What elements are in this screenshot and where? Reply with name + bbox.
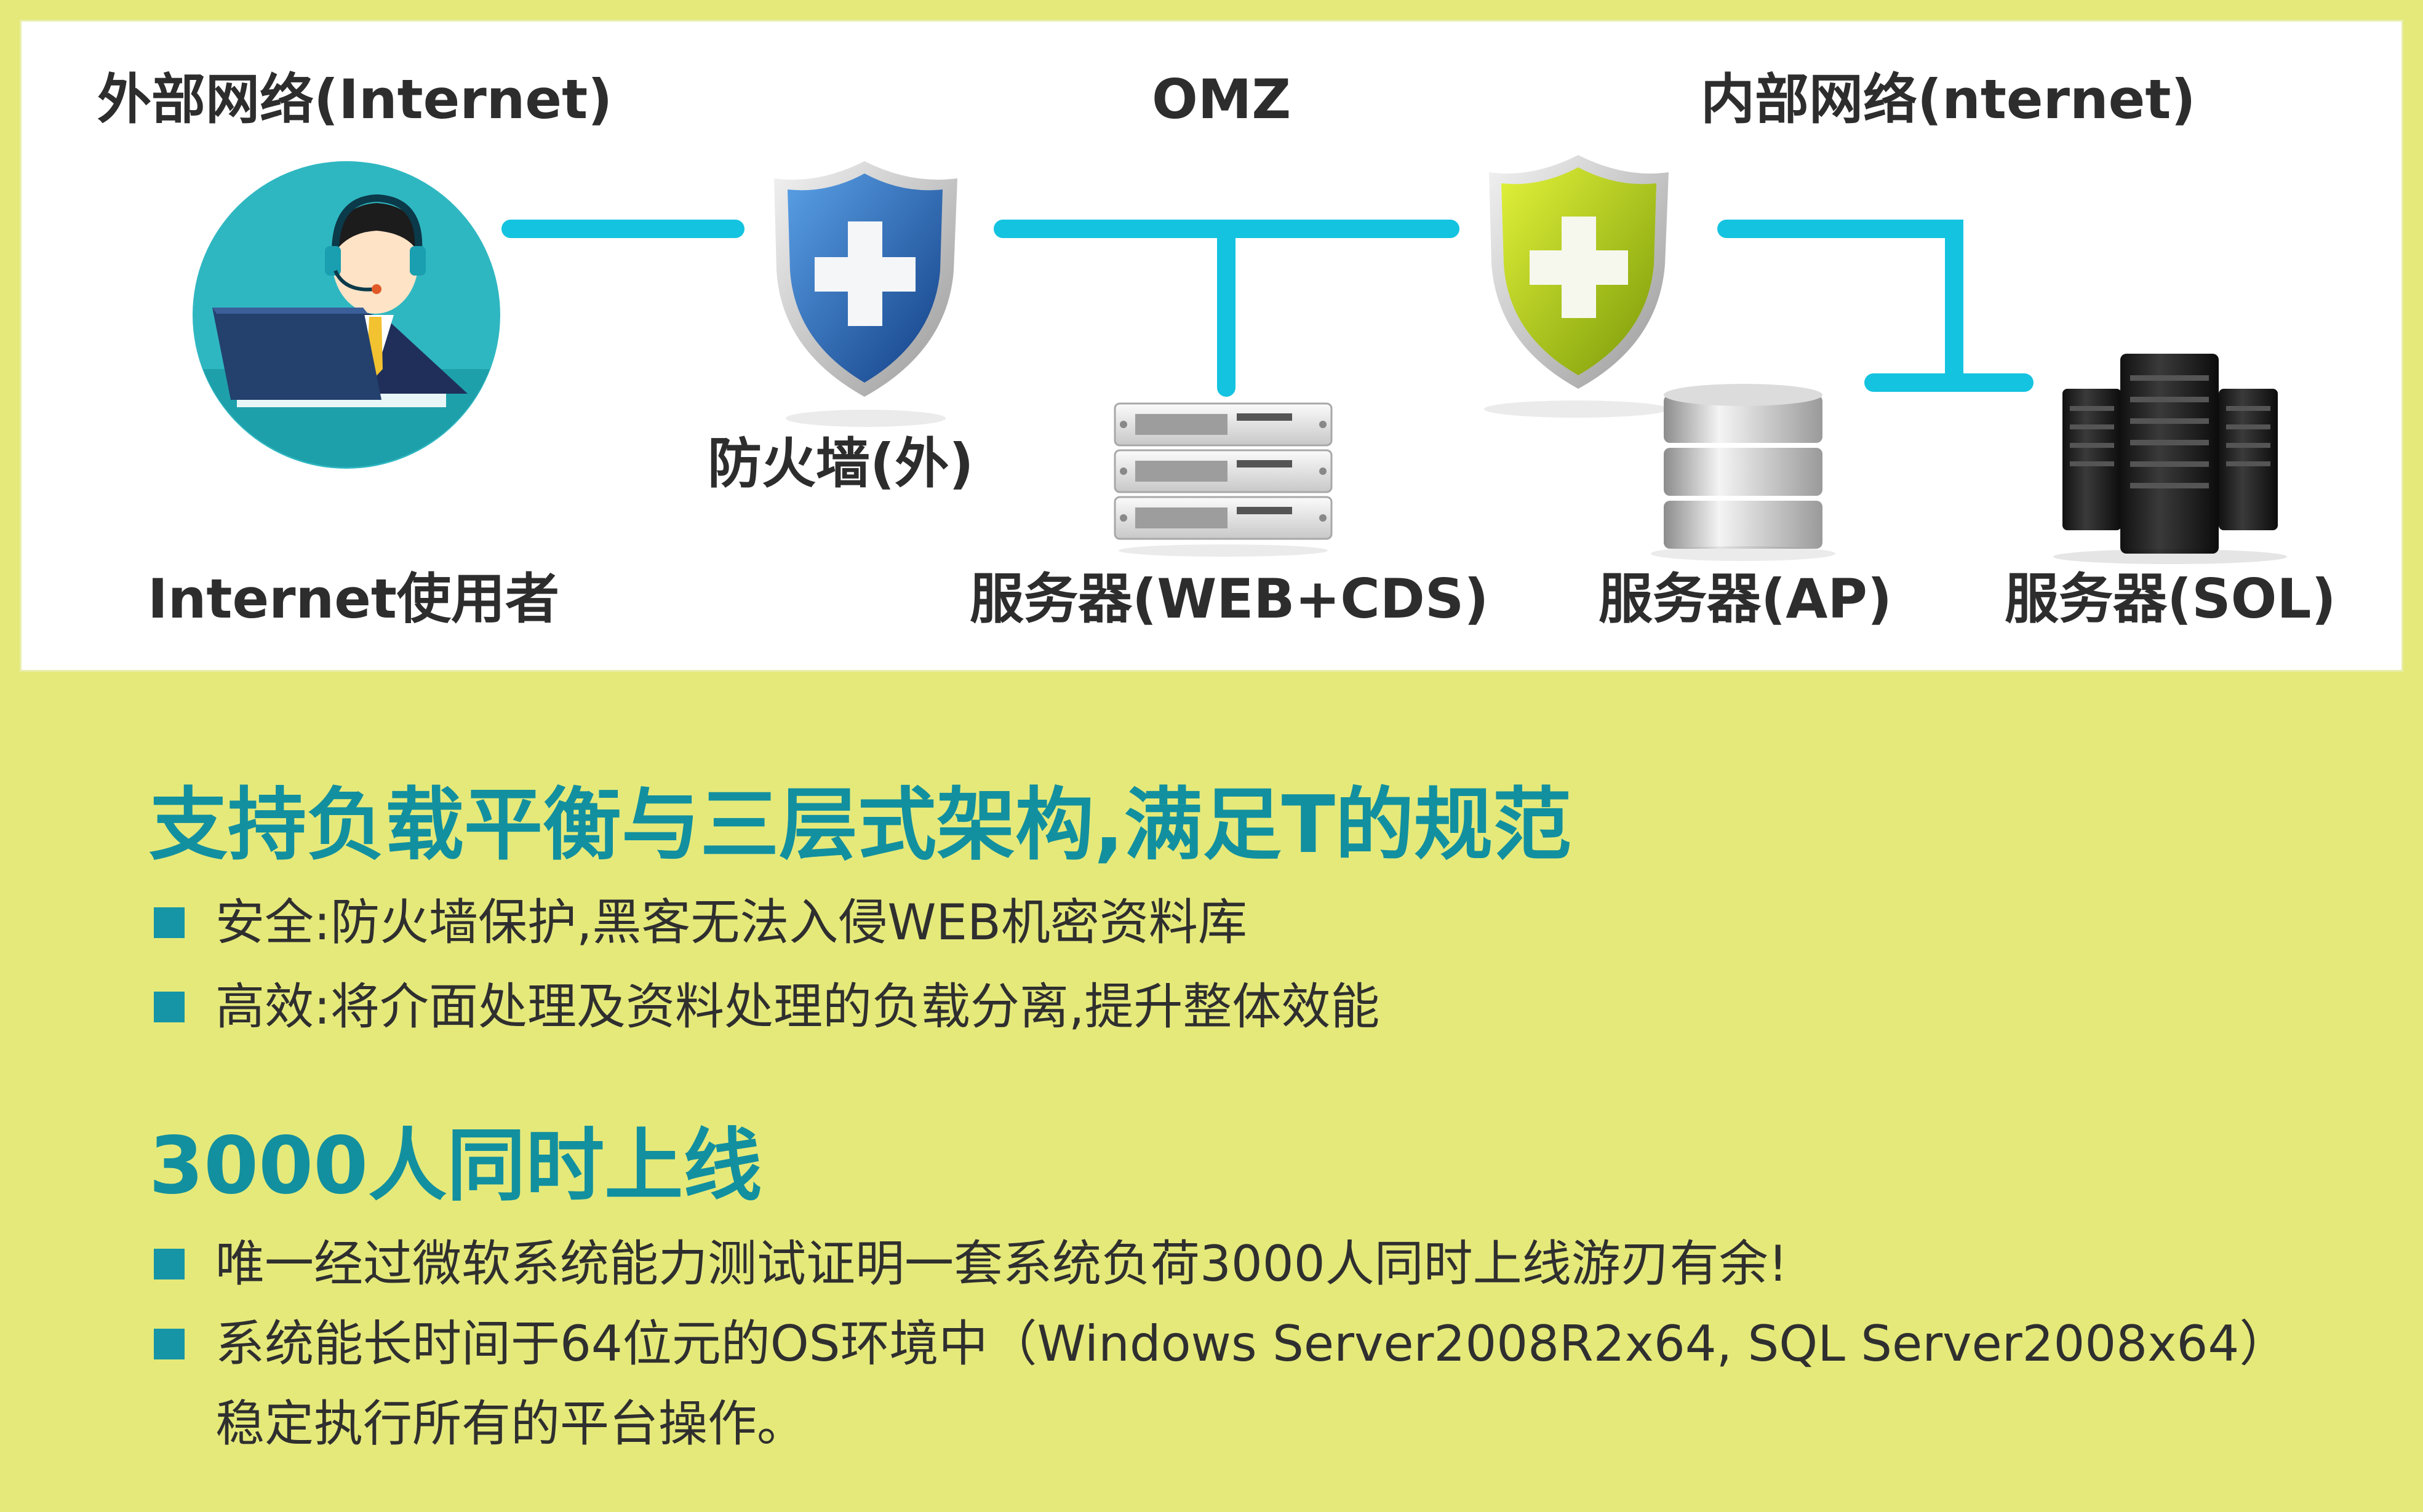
bullet-text: 稳定执行所有的平台操作。 [215,1395,806,1452]
network-diagram [193,155,2287,564]
bullet-text: 高效:将介面处理及资料处理的负载分离,提升整体效能 [215,978,1380,1035]
bullet-square-icon [154,992,185,1022]
bullet-text: 系统能长时间于64位元的OS环境中（Windows Server2008R2x6… [215,1315,2289,1372]
server-sql-tower-icon [2053,354,2287,564]
bullet-square-icon [154,1329,185,1359]
connection-lines [501,220,2034,397]
internal-network-label: 内部网络(nternet) [1701,68,2196,131]
internet-user-avatar [193,161,500,469]
bullet-square-icon [154,1249,185,1279]
dmz-label: OMZ [1152,68,1291,131]
external-network-label: 外部网络(Internet) [97,68,613,131]
section1-bullet-2: 高效:将介面处理及资料处理的负载分离,提升整体效能 [154,967,1379,1047]
server-web-rack-icon [1114,402,1333,557]
internet-user-label: Internet使用者 [148,567,559,631]
firewall-outer-shield-icon [774,161,957,427]
firewall-inner-shield-icon [1484,155,1669,418]
firewall-outer-label: 防火墙(外) [708,432,974,495]
server-sql-label: 服务器(SOL) [2005,567,2336,631]
section1-bullet-1: 安全:防火墙保护,黑客无法入侵WEB机密资料库 [154,883,1247,963]
section2-heading: 3000人同时上线 [149,1120,762,1212]
section1-heading: 支持负载平衡与三层式架构,满足T的规范 [149,779,1571,871]
bullet-text: 安全:防火墙保护,黑客无法入侵WEB机密资料库 [215,894,1247,951]
section2-bullet-2: 系统能长时间于64位元的OS环境中（Windows Server2008R2x6… [154,1304,2288,1384]
bullet-text: 唯一经过微软系统能力测试证明一套系统负荷3000人同时上线游刃有余! [215,1235,1788,1292]
server-web-label: 服务器(WEB+CDS) [970,567,1489,631]
section2-bullet-2-continued: 稳定执行所有的平台操作。 [215,1384,806,1464]
section2-bullet-1: 唯一经过微软系统能力测试证明一套系统负荷3000人同时上线游刃有余! [154,1224,1788,1304]
bullet-square-icon [154,907,185,938]
server-ap-label: 服务器(AP) [1599,567,1893,631]
server-ap-stack-icon [1651,384,1835,561]
